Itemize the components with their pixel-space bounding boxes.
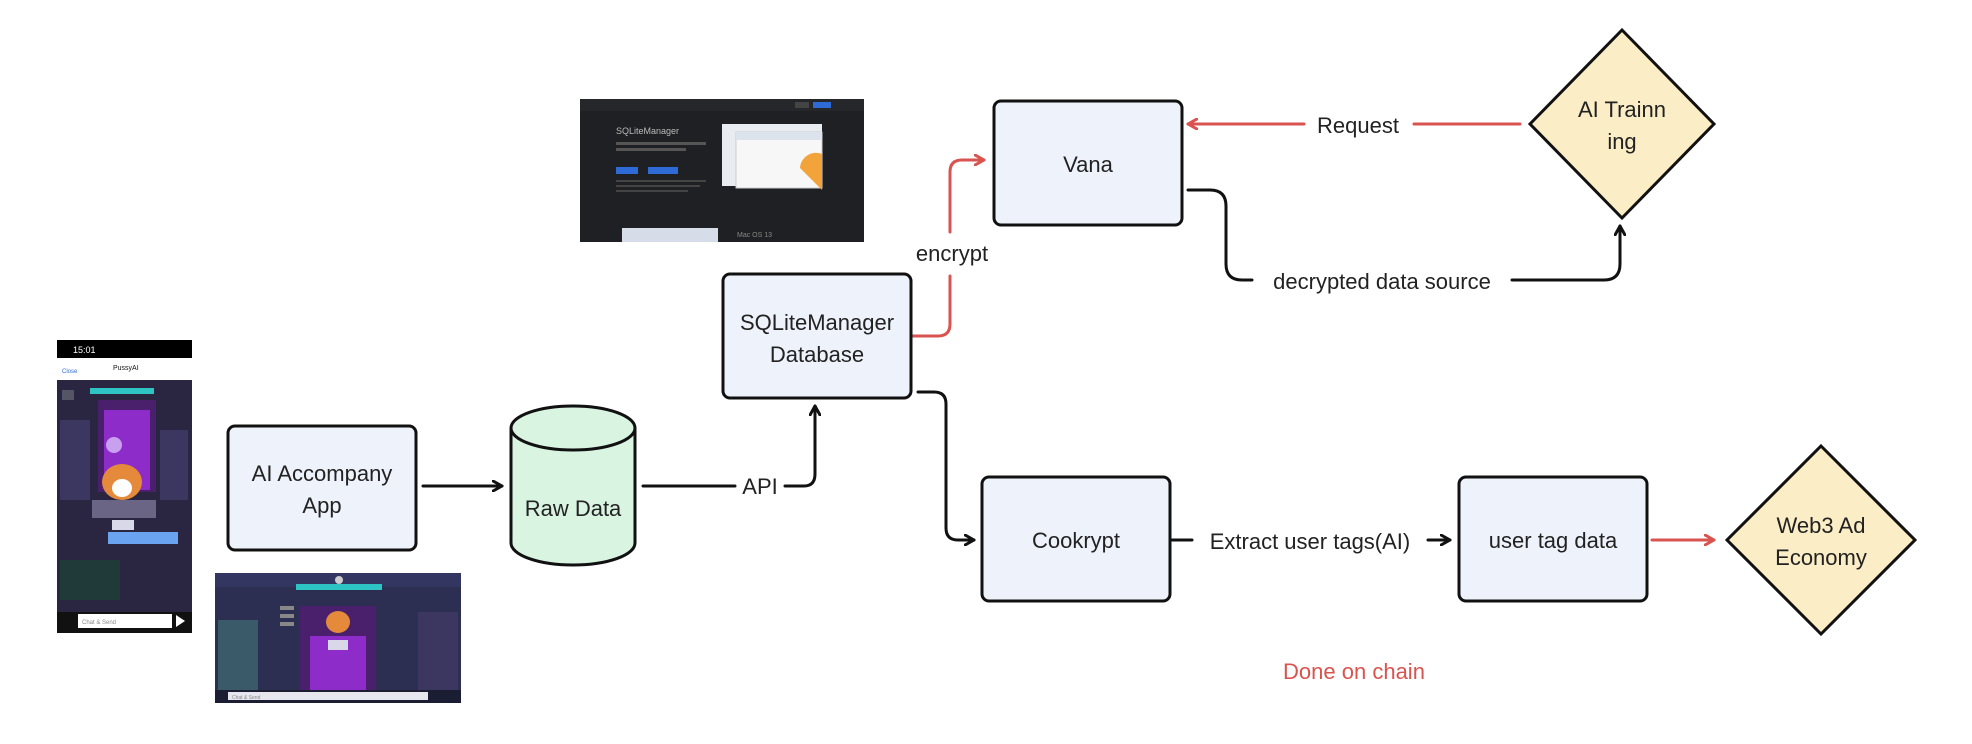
thumb-sqlite-footer: Mac OS 13 [737, 232, 772, 239]
phone-input-placeholder: Chat & Send [82, 620, 116, 626]
edge-label-encrypt: encrypt [916, 241, 988, 266]
node-vana: Vana [992, 99, 1184, 227]
edge-decrypted-to-ai [1510, 224, 1620, 282]
phone-app-thumbnail: 15:01 Close PussyAI Chat & Send [57, 340, 192, 633]
tablet-input-placeholder: Chat & Send [232, 695, 261, 701]
node-cookrypt: Cookrypt [980, 475, 1172, 603]
node-web3-line-2: Economy [1775, 545, 1867, 570]
node-sqlite-line-2: Database [770, 342, 864, 367]
edge-label-request: Request [1317, 113, 1399, 138]
edge-sqlite-to-encrypt [910, 274, 952, 338]
phone-back: Close [62, 369, 78, 375]
node-ai-app-line-1: AI Accompany [252, 461, 393, 486]
node-web3-line-1: Web3 Ad [1777, 513, 1866, 538]
node-sqlite-line-1: SQLiteManager [740, 310, 894, 335]
node-sqlitemanager-database: SQLiteManager Database [721, 272, 913, 400]
edge-label-decrypted-data-source: decrypted data source [1273, 269, 1491, 294]
edge-sqlite-to-cookrypt [916, 390, 976, 540]
node-user-tag-data-label: user tag data [1489, 528, 1618, 553]
annotation-done-on-chain: Done on chain [1283, 659, 1425, 684]
node-ai-training-line-2: ing [1607, 129, 1636, 154]
node-ai-training-line-1: AI Trainn [1578, 97, 1666, 122]
node-vana-label: Vana [1063, 152, 1114, 177]
node-raw-data: Raw Data [509, 404, 637, 567]
edge-label-api: API [742, 474, 777, 499]
sqlite-site-thumbnail: SQLiteManager Mac OS 13 [580, 99, 864, 242]
phone-time: 15:01 [73, 345, 96, 355]
node-cookrypt-label: Cookrypt [1032, 528, 1120, 553]
node-ai-accompany-app: AI Accompany App [226, 424, 418, 552]
tablet-app-thumbnail: Chat & Send [215, 573, 461, 703]
node-ai-training: AI Trainn ing [1527, 27, 1717, 221]
node-ai-app-line-2: App [302, 493, 341, 518]
node-raw-data-label: Raw Data [525, 496, 622, 521]
edge-encrypt-to-vana [948, 160, 986, 234]
edge-label-extract-user-tags: Extract user tags(AI) [1210, 529, 1411, 554]
phone-app-name: PussyAI [113, 365, 139, 372]
thumb-sqlite-title: SQLiteManager [616, 126, 679, 136]
edge-api-to-sqlite [783, 404, 815, 488]
edge-vana-to-decrypted [1186, 188, 1254, 282]
node-user-tag-data: user tag data [1457, 475, 1649, 603]
node-web3-ad-economy: Web3 Ad Economy [1724, 443, 1918, 637]
